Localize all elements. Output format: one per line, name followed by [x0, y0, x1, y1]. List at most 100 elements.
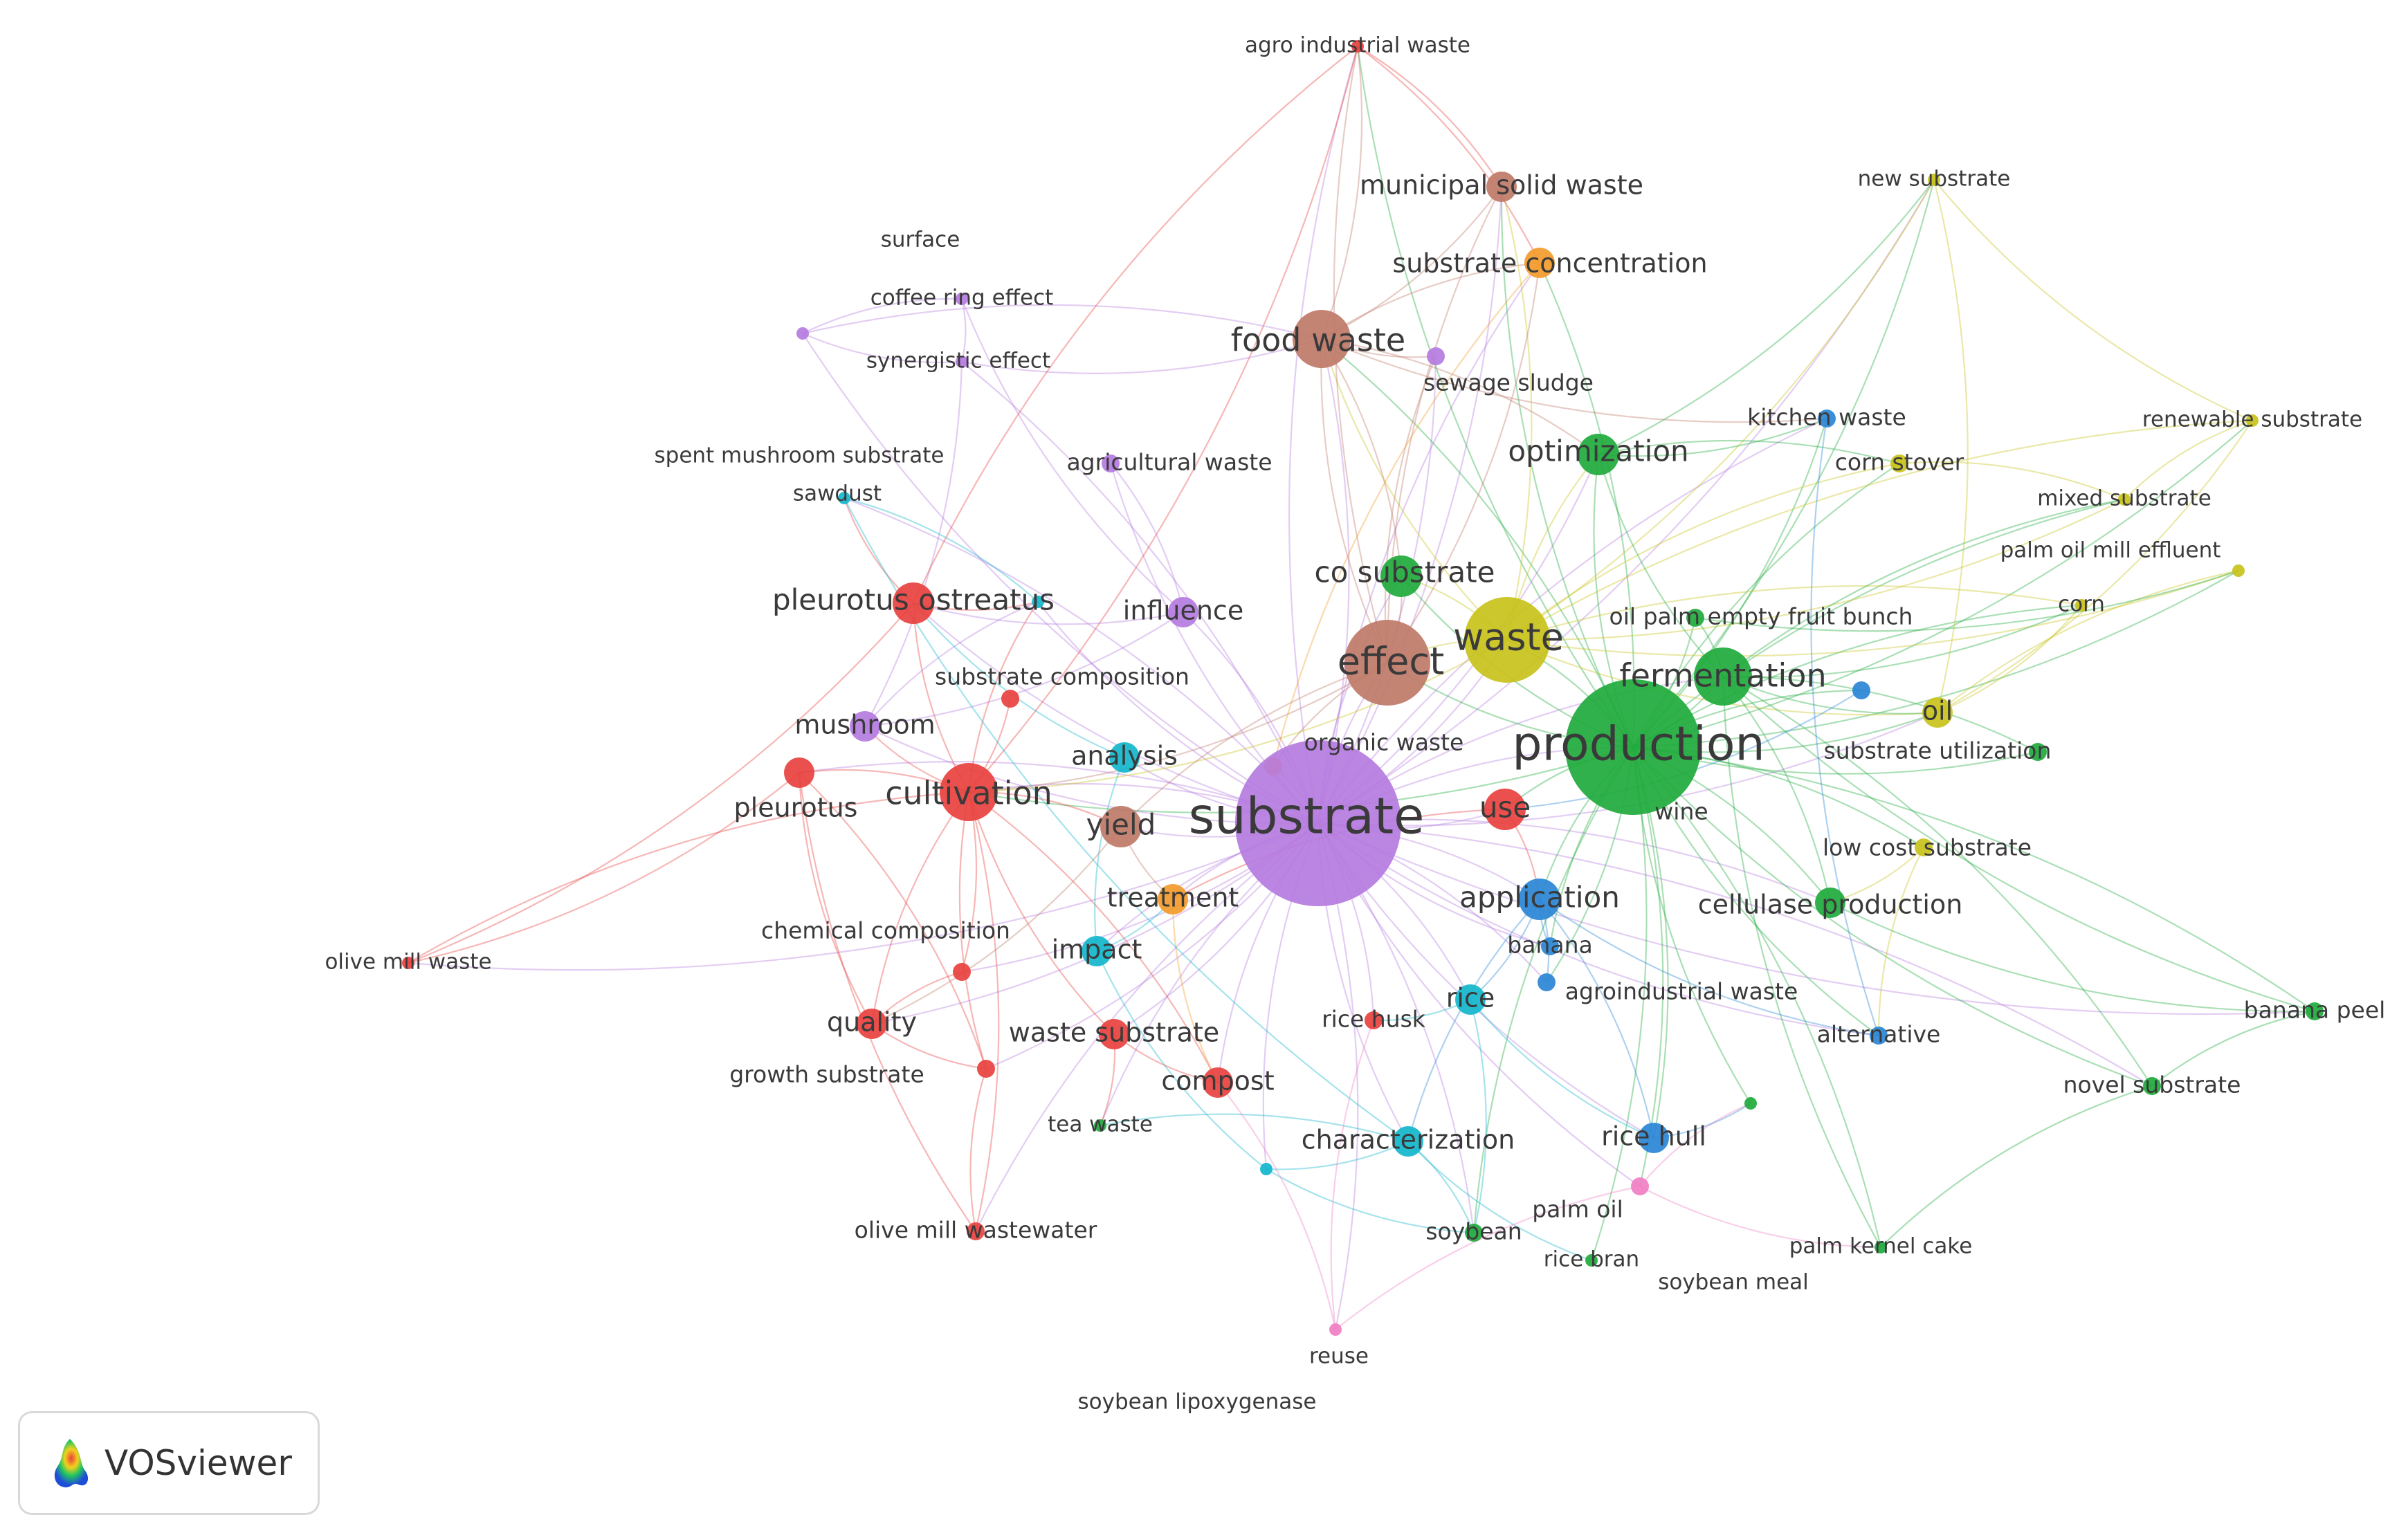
node-substrate-composition[interactable]	[1001, 690, 1019, 708]
label-low-cost-substrate: low cost substrate	[1823, 834, 2032, 861]
edge-kitchen_waste-alternative	[1810, 418, 1880, 1036]
node-food-waste[interactable]	[1293, 310, 1351, 368]
edge-substrate-substrate_concentration	[1317, 262, 1540, 824]
label-oil-palm-efb: oil palm empty fruit bunch	[1609, 603, 1913, 630]
node-soybean[interactable]	[1465, 1224, 1483, 1242]
edge-palm_oil-soybean_meal	[1639, 1102, 1751, 1187]
node-compost[interactable]	[1203, 1067, 1233, 1098]
node-sawdust[interactable]	[838, 492, 850, 504]
node-olive-mill-waste[interactable]	[402, 957, 414, 969]
edge-rice-rice_hull	[1470, 999, 1654, 1139]
node-agroindustrial-waste[interactable]	[1538, 973, 1556, 991]
node-treatment[interactable]	[1158, 884, 1188, 914]
node-use[interactable]	[1484, 789, 1526, 830]
node-influence[interactable]	[1168, 597, 1198, 627]
node-optimization[interactable]	[1578, 434, 1619, 475]
node-rice-husk[interactable]	[1365, 1011, 1383, 1029]
label-yield: yield	[1086, 808, 1156, 842]
node-chemical-composition[interactable]	[953, 963, 971, 981]
edge-novel_substrate-palm_kernel_cake	[1880, 1085, 2153, 1248]
edge-food_waste-substrate_concentration	[1321, 261, 1540, 340]
node-growth-substrate[interactable]	[977, 1060, 995, 1078]
node-rice-hull[interactable]	[1639, 1123, 1669, 1153]
label-agroindustrial-waste: agroindustrial waste	[1565, 978, 1798, 1005]
node-corn[interactable]	[2075, 599, 2088, 612]
node-cultivation[interactable]	[940, 763, 998, 821]
node-soybean-meal[interactable]	[1744, 1097, 1757, 1110]
node-pleurotus-ostreatus[interactable]	[893, 582, 934, 624]
edge-production-municipal_solid_waste	[1500, 186, 1634, 748]
node-banana[interactable]	[1541, 937, 1559, 955]
node-banana-peel[interactable]	[2306, 1002, 2324, 1020]
node-agro-industrial-waste[interactable]	[1351, 40, 1364, 53]
edge-agro_industrial_waste-pleurotus_ostreatus	[913, 46, 1358, 604]
node-kitchen-waste[interactable]	[1818, 410, 1836, 428]
node-palm-oil[interactable]	[1631, 1177, 1649, 1195]
edge-characterization-tea_waste	[1100, 1113, 1409, 1143]
node-spent-mushroom-substrate[interactable]	[1032, 596, 1044, 608]
node-waste[interactable]	[1464, 597, 1550, 683]
node-municipal-solid-waste[interactable]	[1486, 172, 1517, 202]
edge-analysis-impact	[1094, 757, 1126, 952]
node-fermentation[interactable]	[1694, 647, 1752, 706]
node-novel-substrate[interactable]	[2143, 1077, 2161, 1095]
edge-substrate-synergistic_effect	[961, 361, 1320, 824]
node-agricultural-waste[interactable]	[1102, 454, 1120, 472]
label-cultivation: cultivation	[885, 775, 1052, 812]
label-pleurotus-ostreatus: pleurotus ostreatus	[772, 583, 1055, 617]
node-olive-mill-wastewater[interactable]	[967, 1222, 985, 1240]
edge-coffee_ring_effect-synergistic_effect	[960, 298, 967, 362]
node-cellulase-production[interactable]	[1815, 888, 1845, 918]
node-rice[interactable]	[1455, 984, 1486, 1015]
node-corn-stover[interactable]	[1890, 454, 1908, 472]
edge-production-novel_substrate	[1632, 746, 2153, 1087]
node-substrate-concentration[interactable]	[1524, 248, 1555, 278]
edge-food_waste-agro_industrial_waste	[1320, 46, 1363, 340]
node-tea-waste[interactable]	[1094, 1119, 1106, 1132]
node-wine[interactable]	[1852, 681, 1870, 699]
node-palm-kernel-cake[interactable]	[1875, 1241, 1887, 1253]
label-palm-kernel-cake: palm kernel cake	[1789, 1234, 1973, 1259]
node-oil-palm-efb[interactable]	[1686, 609, 1704, 627]
node-co-substrate[interactable]	[1380, 555, 1422, 597]
node-synergistic-effect[interactable]	[956, 356, 968, 368]
node-soybean-lipoxygenase[interactable]	[1260, 1163, 1273, 1175]
node-renewable-substrate[interactable]	[2246, 414, 2259, 427]
node-impact[interactable]	[1082, 936, 1112, 966]
edge-waste-mixed_substrate	[1506, 499, 2125, 641]
node-alternative[interactable]	[1870, 1027, 1888, 1045]
logo-text: VOSviewer	[104, 1443, 292, 1483]
node-mixed-substrate[interactable]	[2118, 493, 2131, 506]
node-characterization[interactable]	[1393, 1126, 1423, 1157]
node-application[interactable]	[1519, 879, 1560, 920]
node-surface[interactable]	[796, 327, 809, 340]
node-palm-oil-mill-effluent[interactable]	[2232, 564, 2245, 577]
node-mushroom[interactable]	[850, 711, 880, 742]
node-sewage-sludge[interactable]	[1427, 347, 1445, 365]
node-new-substrate[interactable]	[1928, 174, 1940, 186]
node-quality[interactable]	[857, 1009, 887, 1039]
node-reuse[interactable]	[1329, 1323, 1342, 1336]
edge-application-characterization	[1407, 899, 1540, 1142]
node-oil[interactable]	[1922, 697, 1953, 728]
label-sawdust: sawdust	[793, 481, 882, 506]
node-rice-bran[interactable]	[1585, 1254, 1598, 1267]
edge-food_waste-kitchen_waste	[1321, 338, 1827, 423]
node-analysis[interactable]	[1109, 742, 1140, 773]
node-effect[interactable]	[1344, 620, 1430, 706]
node-substrate[interactable]	[1235, 740, 1401, 906]
edge-influence-pleurotus_ostreatus	[913, 602, 1184, 625]
node-pleurotus[interactable]	[784, 757, 814, 788]
edge-production-food_waste	[1321, 338, 1634, 748]
node-yield[interactable]	[1100, 806, 1142, 847]
edge-pleurotus-quality	[798, 772, 873, 1024]
node-production[interactable]	[1565, 679, 1701, 815]
edge-treatment-compost	[1171, 899, 1219, 1083]
node-coffee-ring-effect[interactable]	[956, 293, 968, 305]
edge-characterization-rice_bran	[1407, 1141, 1592, 1262]
node-waste-substrate[interactable]	[1099, 1019, 1129, 1049]
edge-effect-food_waste	[1320, 338, 1388, 663]
node-low-cost-substrate[interactable]	[1915, 838, 1933, 856]
edge-cultivation-quality	[870, 791, 969, 1024]
node-substrate-utilization[interactable]	[2029, 743, 2047, 761]
